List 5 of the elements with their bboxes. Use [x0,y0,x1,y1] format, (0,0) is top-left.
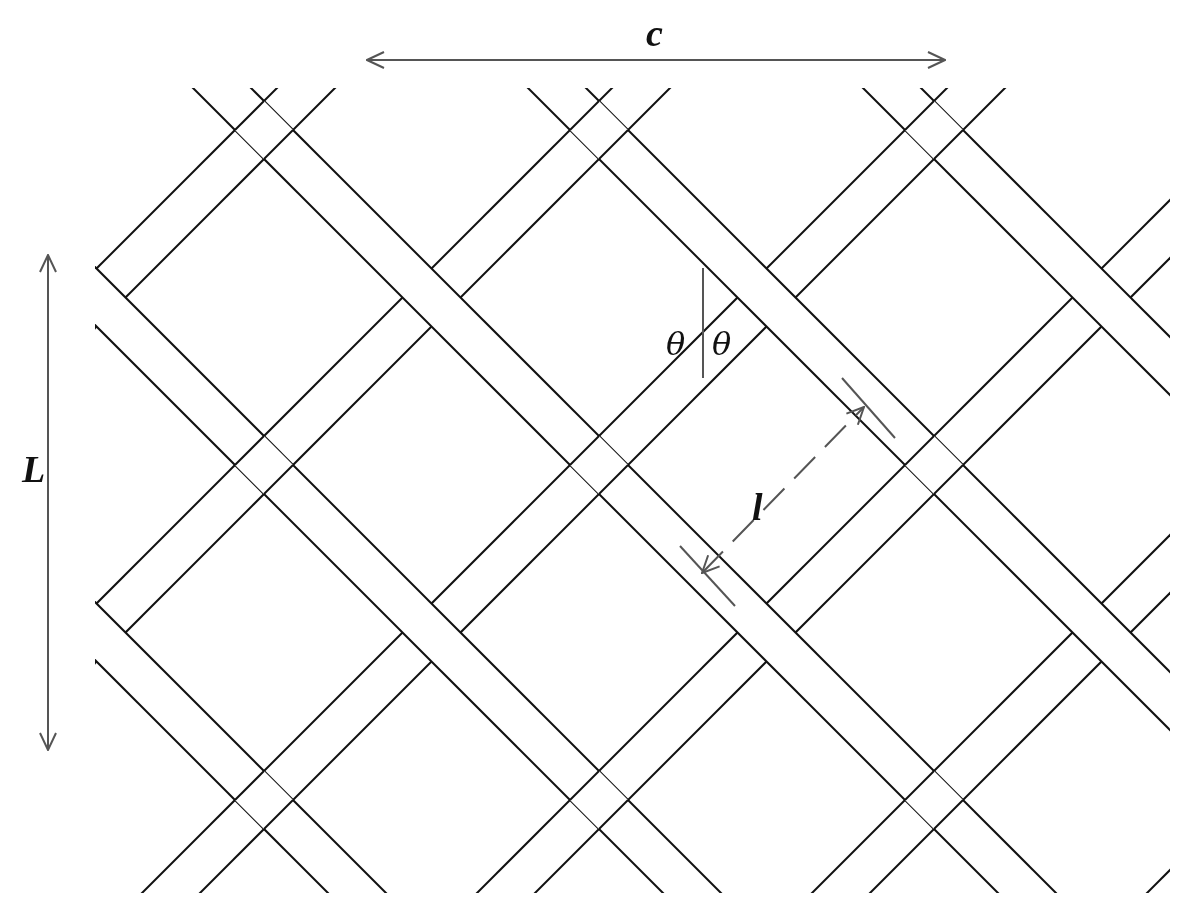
dimension-label: l [752,488,763,526]
dimension-label: c [646,14,663,52]
angle-label: θ [666,328,686,360]
dimension-label: L [22,450,46,488]
angle-label: θ [712,328,732,360]
